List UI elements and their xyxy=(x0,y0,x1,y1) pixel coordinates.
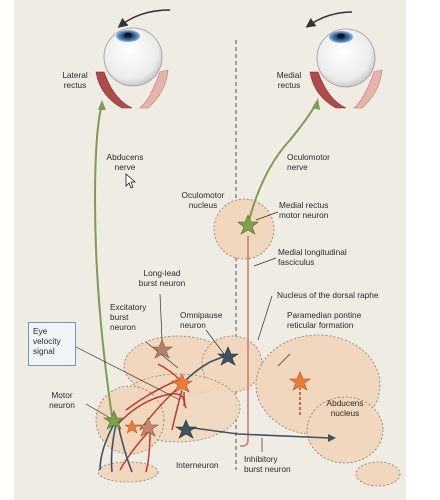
mouse-cursor-icon xyxy=(125,173,137,189)
paramedian-burst-neuron-icon xyxy=(289,371,311,391)
interneuron-label: Interneuron xyxy=(176,460,219,470)
lower-right-region xyxy=(355,461,401,487)
medial-longitudinal-fasciculus xyxy=(240,236,249,447)
interneuron-icon xyxy=(137,417,159,437)
left-abducens-nucleus-region xyxy=(95,385,165,455)
inhibitory-burst-neuron-icon xyxy=(175,419,197,439)
left-rotation-arrow-icon xyxy=(117,9,171,28)
left-eyeball-icon xyxy=(95,27,169,109)
label-pointer-lines xyxy=(73,211,291,452)
long-lead-burst-neuron-icon xyxy=(151,339,173,359)
right-rotation-arrow-icon xyxy=(305,11,353,28)
abducens-nerve xyxy=(93,103,113,417)
excitatory-burst-neuron-icon xyxy=(171,373,193,393)
medial-rectus-motor-neuron-icon xyxy=(237,214,259,235)
abducens-nucleus-region xyxy=(306,396,384,464)
oculomotor-nerve xyxy=(247,103,317,225)
nucleus-dorsal-raphe-label: Nucleus of the dorsal raphe xyxy=(277,290,379,300)
lower-left-region xyxy=(97,461,159,483)
omnipause-neuron-icon xyxy=(217,346,239,366)
small-inhibitory-neuron-icon xyxy=(124,419,140,434)
right-eyeball-icon xyxy=(309,28,383,109)
motor-neuron-icon xyxy=(103,410,125,430)
dark-axons xyxy=(99,355,331,473)
